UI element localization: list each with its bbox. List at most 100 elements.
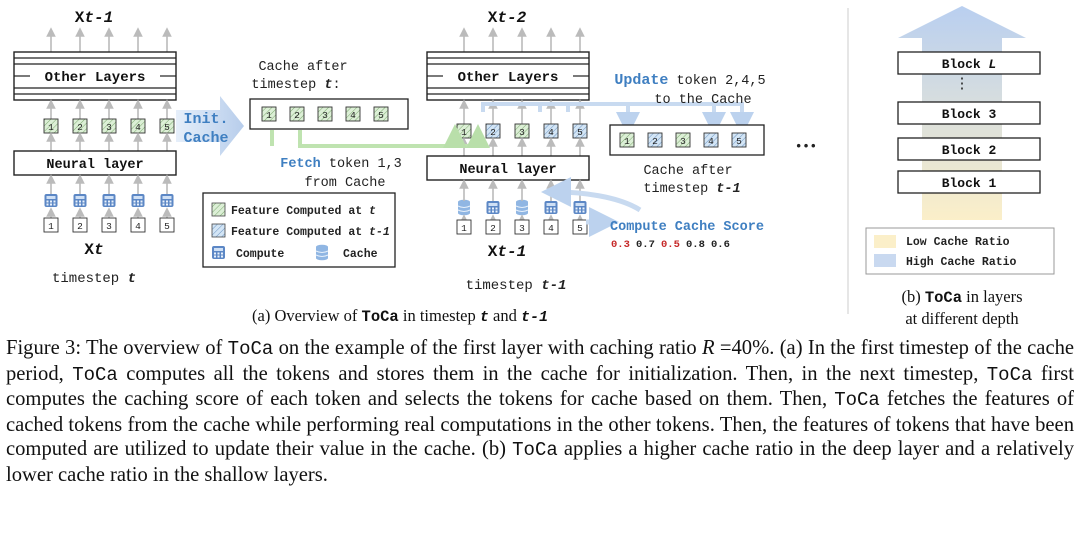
cached-token: 1 <box>619 132 635 148</box>
cache-score: 0.8 <box>686 239 705 251</box>
update-line1: Update token 2,4,5 <box>614 72 765 89</box>
init-cache-arrow <box>176 96 244 156</box>
compute-icon <box>73 194 87 207</box>
cached-token: 3 <box>675 132 691 148</box>
svg-text:5: 5 <box>577 223 583 234</box>
feature-token: 4 <box>543 123 559 139</box>
compute-icon <box>102 194 116 207</box>
compute-icon <box>160 194 174 207</box>
svg-text:3: 3 <box>322 110 328 121</box>
block-ellipsis: ⋮ <box>955 76 970 92</box>
cached-token: 4 <box>345 106 361 122</box>
timestep-t-label: timestep t <box>52 271 136 287</box>
compute-icon <box>212 246 225 259</box>
svg-text:5: 5 <box>378 110 384 121</box>
figure-caption: Figure 3: The overview of ToCa on the ex… <box>6 337 1075 486</box>
legend-cache: Cache <box>343 248 378 261</box>
feature-token: 1 <box>43 118 59 134</box>
svg-text:5: 5 <box>164 122 170 133</box>
svg-text:4: 4 <box>135 122 141 133</box>
legend-feature-t: Feature Computed at t <box>231 205 376 218</box>
fetch-line1: Fetch token 1,3 <box>280 157 402 172</box>
cache-score: 0.6 <box>711 239 730 251</box>
neural-layer-label: Neural layer <box>459 163 556 178</box>
cache-after-t-line1: Cache after <box>258 60 347 75</box>
svg-text:2: 2 <box>652 136 658 147</box>
svg-text:1: 1 <box>624 136 630 147</box>
feature-token: 2 <box>72 118 88 134</box>
input-token: 3 <box>514 219 530 235</box>
svg-text:4: 4 <box>548 223 554 234</box>
layer-block <box>897 170 1041 194</box>
update-line2: to the Cache <box>654 93 751 108</box>
subcaption-b-line2: at different depth <box>905 309 1019 328</box>
svg-text:5: 5 <box>736 136 742 147</box>
cache-icon <box>515 199 529 216</box>
input-token: 5 <box>159 217 175 233</box>
layer-block <box>897 137 1041 161</box>
svg-text:2: 2 <box>294 110 300 121</box>
neural-layer-box <box>426 155 590 181</box>
svg-text:3: 3 <box>106 122 112 133</box>
compute-icon <box>44 194 58 207</box>
svg-text:1: 1 <box>48 122 54 133</box>
legend-box <box>202 192 396 268</box>
svg-text:3: 3 <box>519 223 525 234</box>
svg-text:1: 1 <box>48 221 54 232</box>
neural-layer-box <box>13 150 177 176</box>
input-token: 1 <box>456 219 472 235</box>
timestep-t1-label: timestep t-1 <box>466 278 567 294</box>
legend-compute: Compute <box>236 248 284 261</box>
svg-text:3: 3 <box>680 136 686 147</box>
x-output-label: Xt-2 <box>488 9 527 27</box>
cached-token: 1 <box>261 106 277 122</box>
compute-cache-score: Compute Cache Score <box>610 220 764 235</box>
svg-text:4: 4 <box>708 136 714 147</box>
legend-low-ratio: Low Cache Ratio <box>906 236 1010 249</box>
svg-text:3: 3 <box>106 221 112 232</box>
other-layers-label: Other Layers <box>458 70 559 86</box>
input-token: 5 <box>572 219 588 235</box>
feature-token: 4 <box>130 118 146 134</box>
cache-score: 0.5 <box>661 239 680 251</box>
cache-icon <box>457 199 471 216</box>
compute-icon <box>486 201 500 214</box>
compute-icon <box>131 194 145 207</box>
compute-icon <box>573 201 587 214</box>
compute-icon <box>544 201 558 214</box>
cached-token: 5 <box>731 132 747 148</box>
x-output-label: Xt-1 <box>75 9 113 27</box>
cached-token: 4 <box>703 132 719 148</box>
input-token: 2 <box>485 219 501 235</box>
x-input-label: Xt <box>84 241 103 259</box>
cached-token: 2 <box>289 106 305 122</box>
ellipsis: ··· <box>795 133 817 158</box>
cache-score: 0.7 <box>636 239 655 251</box>
cache-after-t1-line1: Cache after <box>643 164 732 179</box>
svg-text:5: 5 <box>577 127 583 138</box>
svg-text:1: 1 <box>461 127 467 138</box>
layer-block-label: Block 3 <box>942 107 997 122</box>
subcaption-a: (a) Overview of ToCa in timestep t and t… <box>252 306 548 326</box>
input-token: 3 <box>101 217 117 233</box>
svg-text:5: 5 <box>164 221 170 232</box>
cache-after-t-line2: timestep t: <box>251 78 340 93</box>
svg-text:3: 3 <box>519 127 525 138</box>
legend-high-ratio: High Cache Ratio <box>906 256 1017 269</box>
input-token: 4 <box>130 217 146 233</box>
layer-block-label: Block 1 <box>942 176 997 191</box>
feature-token: 5 <box>159 118 175 134</box>
subcaption-b-line1: (b) ToCa in layers <box>901 287 1022 307</box>
feature-token: 3 <box>514 123 530 139</box>
feature-token: 5 <box>572 123 588 139</box>
layer-block <box>897 101 1041 125</box>
other-layers-label: Other Layers <box>45 70 146 86</box>
svg-text:4: 4 <box>548 127 554 138</box>
init-cache-label-1: Init. <box>183 111 228 128</box>
legend-b-box <box>865 227 1055 275</box>
input-token: 4 <box>543 219 559 235</box>
legend-feature-t1: Feature Computed at t-1 <box>231 226 390 239</box>
other-layers-box <box>13 51 177 101</box>
feature-token: 2 <box>485 123 501 139</box>
